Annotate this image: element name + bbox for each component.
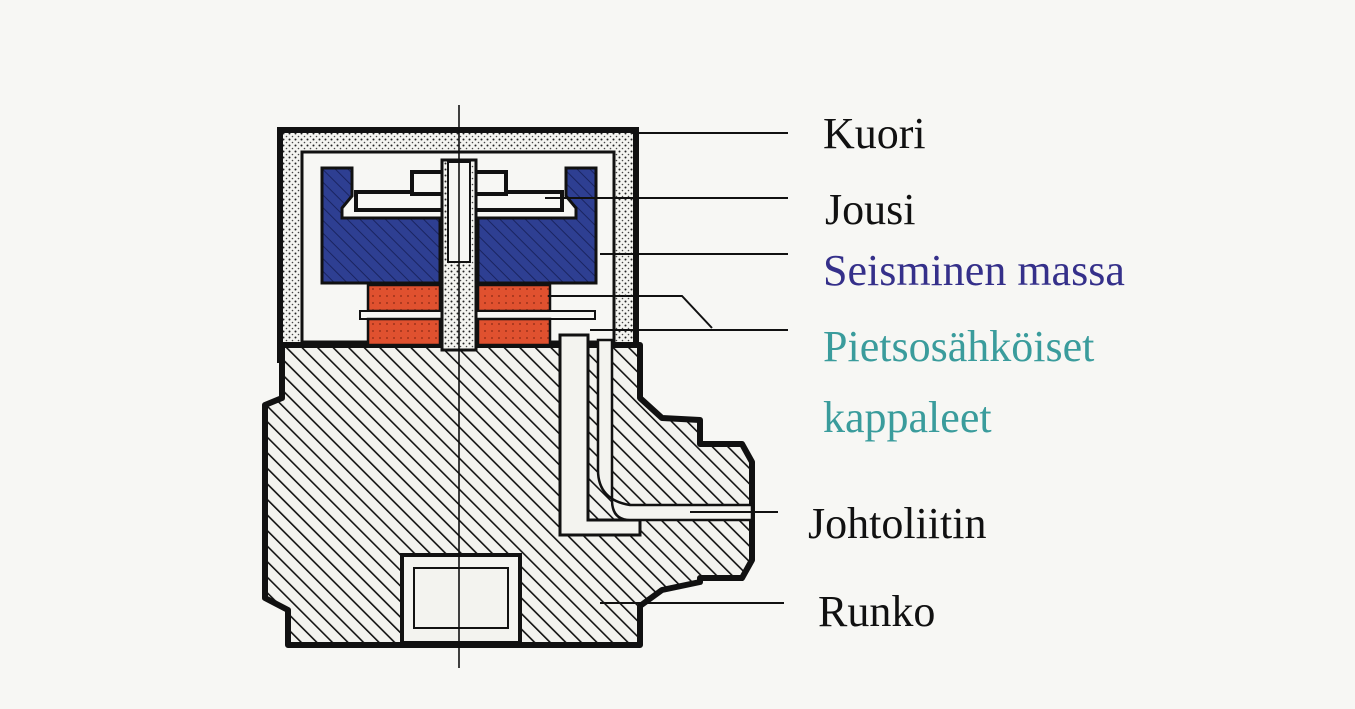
cable-channel (558, 333, 754, 537)
base-body (262, 342, 755, 648)
label-piezo-line2: kappaleet (823, 393, 992, 442)
label-connector: Johtoliitin (808, 499, 987, 548)
label-body: Runko (818, 587, 936, 636)
leader-lines (545, 132, 788, 604)
label-kuori: Kuori (823, 109, 926, 158)
label-piezo-line1: Pietsosähköiset (823, 322, 1095, 371)
label-jousi: Jousi (825, 185, 916, 234)
label-seismic-mass: Seisminen massa (823, 246, 1125, 295)
mounting-bore (400, 553, 522, 645)
seismic-mass (320, 166, 598, 285)
